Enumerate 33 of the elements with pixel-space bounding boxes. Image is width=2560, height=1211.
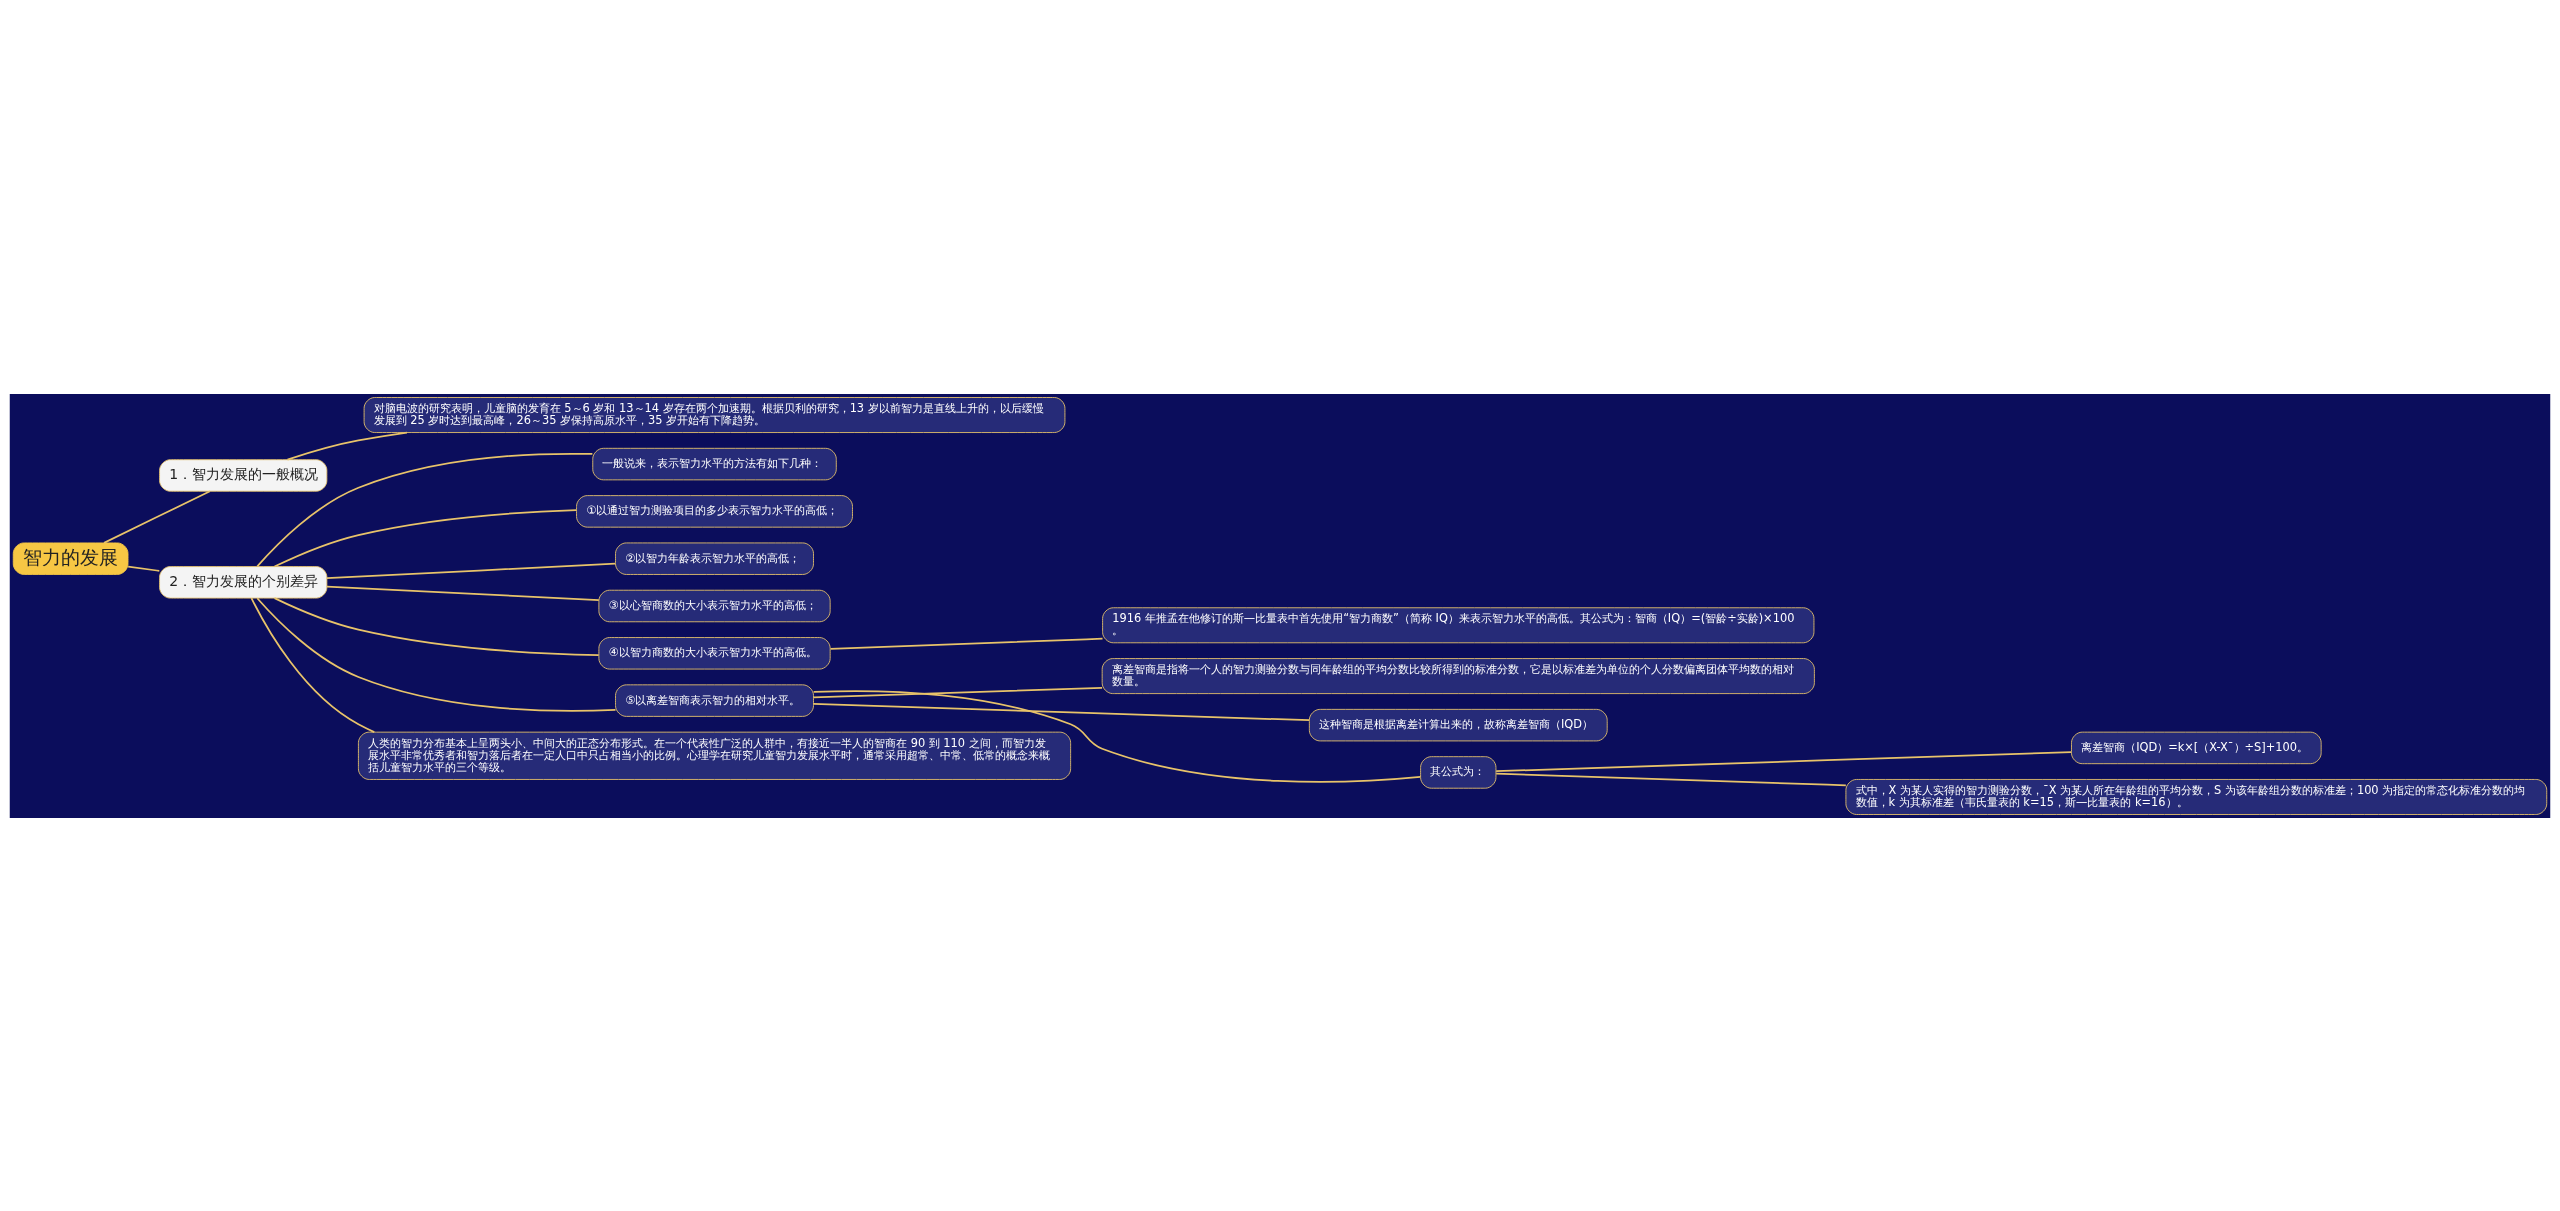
- node-box: ⑤以离差智商表示智力的相对水平。: [615, 683, 814, 717]
- connector: [127, 565, 161, 572]
- connector: [286, 431, 408, 460]
- node-box: 人类的智力分布基本上呈两头小、中间大的正态分布形式。在一个代表性广泛的人群中，有接近一半人的智商在 90 到 110 之间，而智力发展水平非常优秀者和智力落后者在一定人口中只占相当小的比例。心理学在研究儿童智力发展水平时，通常采用超常、中常、低常的概念来概括儿童智力水平的三个等级。: [357, 731, 1072, 780]
- node-box: 对脑电波的研究表明，儿童脑的发育在 5～6 岁和 13～14 岁存在两个加速期。根据贝利的研究，13 岁以前智力是直线上升的，以后缓慢发展到 25 岁时达到最高峰，26～35 岁保持高原水平，35 岁开始有下降趋势。: [363, 396, 1066, 433]
- node-box: 2．智力发展的个别差异: [159, 565, 328, 599]
- node-box: ③以心智商数的大小表示智力水平的高低；: [598, 589, 831, 622]
- node-box: 智力的发展: [12, 542, 129, 575]
- node-box: ④以智力商数的大小表示智力水平的高低。: [598, 636, 831, 669]
- node-box: ②以智力年龄表示智力水平的高低；: [615, 542, 814, 575]
- node-box: 1．智力发展的一般概况: [159, 458, 328, 492]
- connector: [812, 702, 1311, 721]
- node-box: 一般说来，表示智力水平的方法有如下几种：: [592, 447, 837, 480]
- node-box: 离差智商（IQD）=k×[（X-X¯）÷S]+100。: [2071, 731, 2322, 764]
- connector: [273, 596, 600, 656]
- connector: [273, 508, 578, 567]
- connector: [103, 489, 211, 544]
- connector: [326, 585, 600, 601]
- node-box: 其公式为：: [1420, 755, 1497, 789]
- connector: [812, 689, 1422, 783]
- node-box: 这种智商是根据离差计算出来的，故称离差智商（IQD）: [1308, 708, 1608, 741]
- node-box: 离差智商是指将一个人的智力测验分数与同年龄组的平均分数比较所得到的标准分数，它是以标准差为单位的个人分数偏离团体平均数的相对数量。: [1101, 657, 1815, 694]
- connector: [256, 596, 617, 712]
- connector: [829, 637, 1104, 650]
- connector: [256, 452, 594, 567]
- connector: [1495, 750, 2073, 772]
- connector: [812, 686, 1103, 698]
- node-box: 1916 年推孟在他修订的斯—比量表中首先使用“智力商数”（简称 IQ）来表示智力水平的高低。其公式为：智商（IQ）=(智龄÷实龄)×100 。: [1102, 606, 1815, 643]
- connector: [1495, 772, 1847, 786]
- node-box: ①以通过智力测验项目的多少表示智力水平的高低；: [576, 494, 853, 528]
- node-box: 式中，X 为某人实得的智力测验分数，¯X 为某人所在年龄组的平均分数，S 为该年龄组分数的标准差；100 为指定的常态化标准分数的均数值，k 为其标准差（韦氏量表的 k=15，斯—比量表的 k=16）。: [1845, 778, 2548, 815]
- connector: [250, 596, 376, 733]
- connector: [326, 562, 617, 579]
